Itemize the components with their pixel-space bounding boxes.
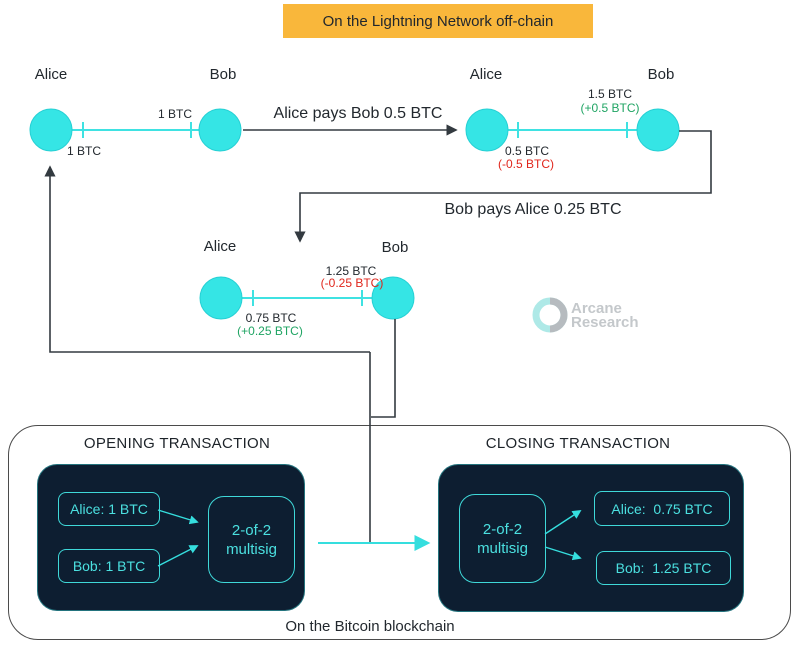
watermark-line1: Arcane (571, 300, 622, 317)
bob-label-2: Bob (647, 66, 675, 83)
closing-multisig-box: 2-of-2 multisig (459, 494, 546, 583)
alice-label-3: Alice (203, 238, 237, 255)
bob-label-1: Bob (209, 66, 237, 83)
alice-label-1: Alice (34, 66, 68, 83)
blockchain-caption: On the Bitcoin blockchain (285, 618, 455, 635)
alice-balance-1: 1 BTC (66, 144, 102, 158)
payment1-label: Alice pays Bob 0.5 BTC (273, 105, 443, 122)
alice-node-2 (465, 108, 509, 152)
arcane-research-logo-icon (532, 297, 568, 333)
alice-balance-3: 0.75 BTC (245, 311, 297, 325)
closing-multisig-line2: multisig (477, 539, 528, 557)
channel-ticks-3 (252, 290, 363, 306)
alice-delta-2: (-0.5 BTC) (497, 157, 555, 171)
bob-balance-2: 1.5 BTC (587, 87, 633, 101)
bob3-settlement-line (371, 319, 396, 418)
opening-transaction-title: OPENING TRANSACTION (83, 435, 271, 452)
opening-to-alice-arrow (44, 165, 370, 353)
channel-ticks-2 (517, 122, 628, 138)
alice-label-2: Alice (469, 66, 503, 83)
opening-multisig-box: 2-of-2 multisig (208, 496, 295, 583)
bob-balance-3: 1.25 BTC (325, 264, 377, 278)
bob-delta-2: (+0.5 BTC) (580, 101, 640, 115)
alice-balance-2: 0.5 BTC (504, 144, 550, 158)
closing-alice-output: Alice: 0.75 BTC (594, 491, 730, 526)
bob-node-2 (636, 108, 680, 152)
opening-alice-input: Alice: 1 BTC (58, 492, 160, 526)
bob-label-3: Bob (381, 239, 409, 256)
opening-transaction-box: Alice: 1 BTC Bob: 1 BTC 2-of-2 multisig (37, 464, 305, 611)
alice-node-3 (199, 276, 243, 320)
opening-multisig-line1: 2-of-2 (231, 521, 272, 539)
bob-delta-3: (-0.25 BTC) (320, 276, 384, 290)
closing-transaction-title: CLOSING TRANSACTION (485, 435, 671, 452)
bob-balance-1: 1 BTC (157, 107, 193, 121)
alice-delta-3: (+0.25 BTC) (237, 324, 303, 338)
channel-ticks-1 (82, 122, 192, 138)
closing-transaction-box: 2-of-2 multisig Alice: 0.75 BTC Bob: 1.2… (438, 464, 744, 612)
closing-multisig-line1: 2-of-2 (482, 520, 523, 538)
watermark-line2: Research (571, 314, 639, 331)
bob-node-1 (198, 108, 242, 152)
banner-title: On the Lightning Network off-chain (283, 4, 593, 38)
opening-multisig-line2: multisig (226, 540, 277, 558)
opening-bob-input: Bob: 1 BTC (58, 549, 160, 583)
closing-bob-output: Bob: 1.25 BTC (596, 551, 731, 585)
alice-node-1 (29, 108, 73, 152)
payment2-label: Bob pays Alice 0.25 BTC (444, 201, 622, 218)
